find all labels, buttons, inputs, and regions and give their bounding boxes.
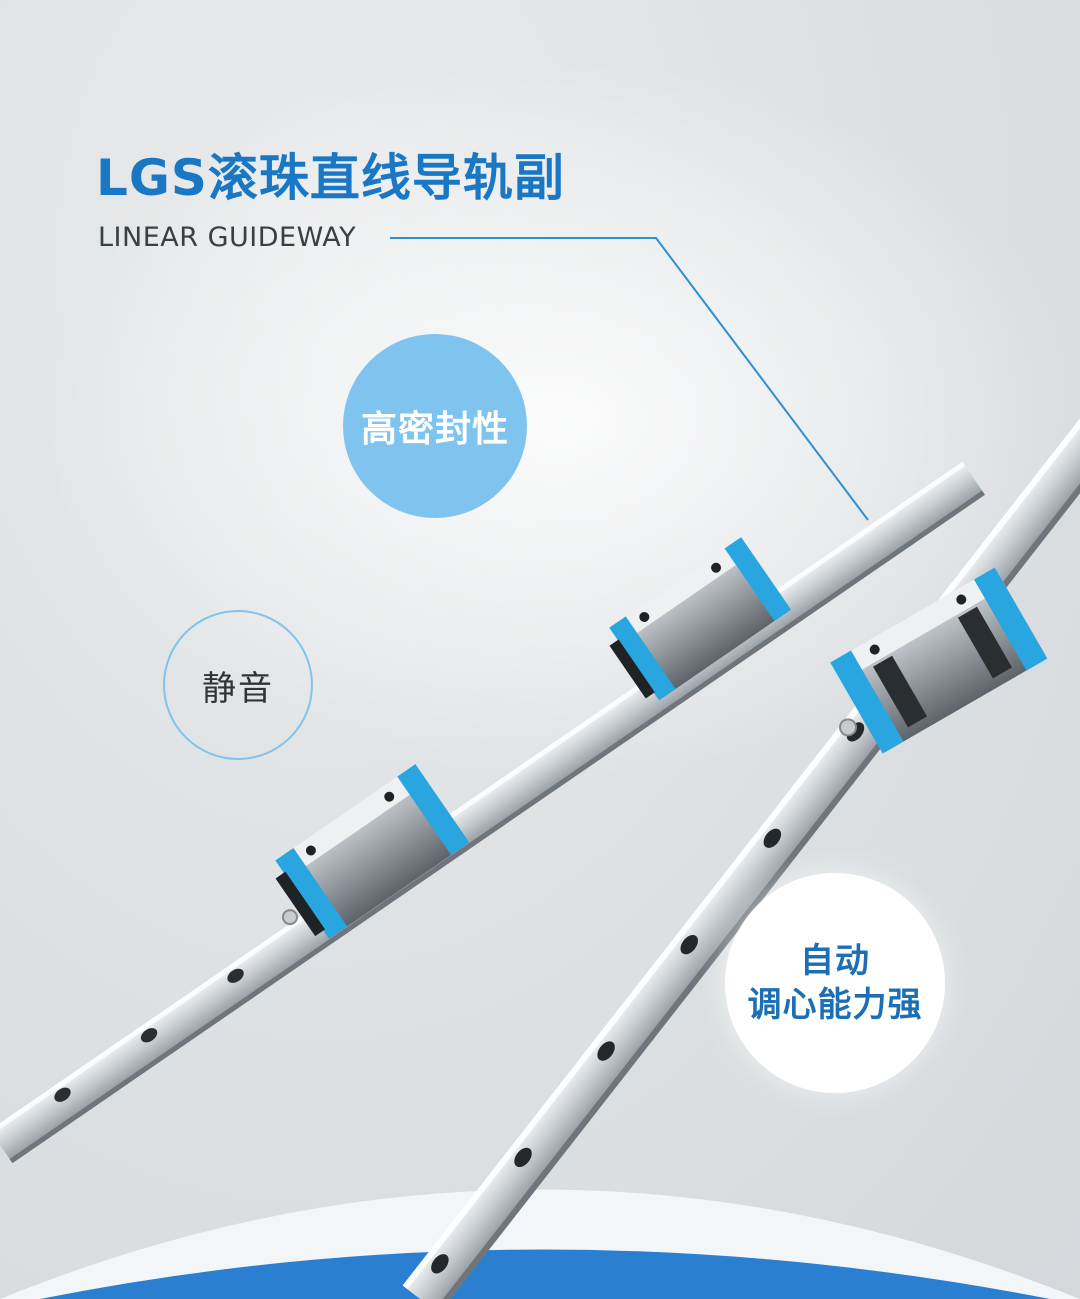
page-title: LGS滚珠直线导轨副 <box>96 149 565 207</box>
carriage-block-2 <box>609 537 791 701</box>
leader-line <box>390 237 869 521</box>
carriage-block-1 <box>275 764 470 939</box>
feature-badge-seal: 高密封性 <box>343 334 527 518</box>
bottom-blue-arc <box>40 1249 1050 1299</box>
feature-label-self-align-2: 调心能力强 <box>747 985 923 1025</box>
page-subtitle: LINEAR GUIDEWAY <box>98 222 357 253</box>
feature-label-silent: 静音 <box>202 668 274 709</box>
feature-badge-self-align: 自动 调心能力强 <box>725 873 945 1093</box>
feature-label-seal: 高密封性 <box>360 409 509 450</box>
feature-badge-silent: 静音 <box>163 610 313 760</box>
carriage-block-3 <box>830 567 1048 754</box>
feature-label-self-align-1: 自动 <box>800 941 870 981</box>
